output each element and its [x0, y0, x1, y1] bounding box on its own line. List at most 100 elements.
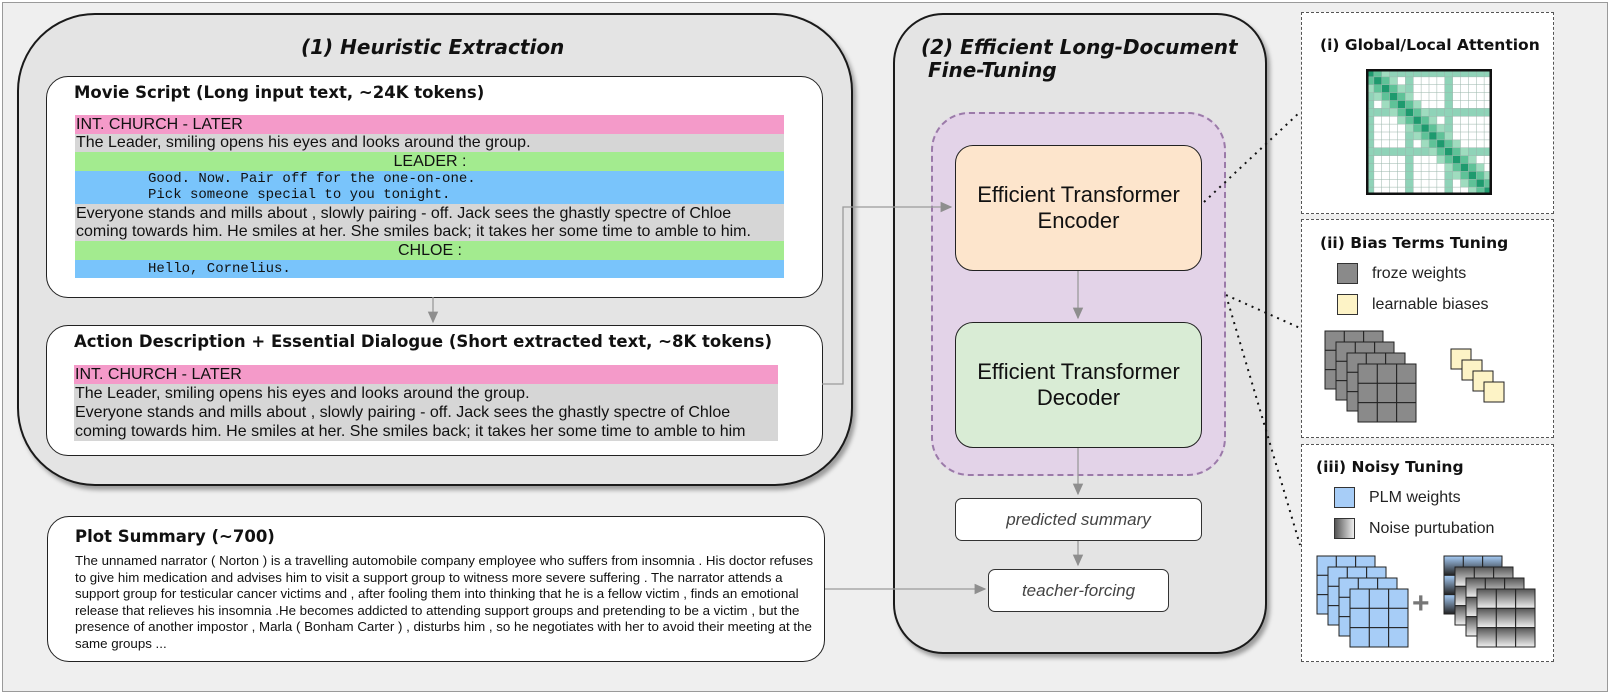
bias-swatch	[1337, 294, 1358, 315]
local-window-cell	[1373, 76, 1382, 85]
local-window-cell	[1421, 116, 1429, 125]
text-line-gray: Everyone stands and mills about , slowly…	[74, 403, 778, 422]
plm-weight-cell	[1388, 607, 1409, 629]
local-window-cell	[1405, 100, 1414, 109]
bias-tuning-title: (ii) Bias Terms Tuning	[1320, 234, 1509, 252]
matrix-border	[1365, 68, 1493, 196]
frozen-weight-svg	[1324, 330, 1417, 423]
plm-weights-stack	[1316, 555, 1411, 650]
extracted-text-box: Action Description + Essential Dialogue …	[46, 325, 823, 456]
local-window-cell	[1389, 76, 1398, 85]
text-line-blue: Hello, Cornelius.	[75, 260, 784, 278]
local-window-cell	[1405, 124, 1414, 132]
frozen-weight-cell	[1396, 363, 1417, 384]
local-window-cell	[1429, 116, 1437, 125]
encoder-box: Efficient Transformer Encoder	[955, 145, 1202, 271]
local-window-cell	[1381, 76, 1390, 85]
fine-tuning-title-line1: (2) Efficient Long-Document	[921, 35, 1238, 59]
noisy-tuning-title: (iii) Noisy Tuning	[1316, 458, 1464, 476]
plm-swatch	[1334, 487, 1355, 508]
text-line-blue: Good. Now. Pair off for the one-on-one.	[75, 171, 784, 187]
local-window-cell	[1436, 147, 1445, 156]
noise-swatch	[1334, 518, 1355, 539]
local-window-cell	[1397, 108, 1406, 117]
frozen-weight-cell	[1376, 363, 1398, 384]
local-window-cell	[1421, 124, 1429, 132]
text-line-green: LEADER :	[75, 152, 784, 171]
frozen-weight-cell	[1396, 382, 1417, 404]
noise-svg	[1443, 555, 1536, 648]
text-line-blue: Pick someone special to you tonight.	[75, 187, 784, 204]
heuristic-extraction-title: (1) Heuristic Extraction	[301, 35, 565, 59]
fine-tuning-panel: (2) Efficient Long-Document Fine-Tuning …	[893, 13, 1267, 654]
local-window-cell	[1405, 108, 1414, 117]
local-window-cell	[1452, 139, 1461, 148]
fine-tuning-title-line2: Fine-Tuning	[928, 58, 1057, 82]
local-window-cell	[1460, 171, 1469, 180]
local-window-cell	[1452, 147, 1461, 156]
local-window-cell	[1468, 171, 1477, 180]
local-window-cell	[1413, 100, 1422, 109]
bias-term-svg	[1450, 348, 1505, 403]
local-window-cell	[1444, 139, 1453, 148]
attention-panel: (i) Global/Local Attention	[1301, 12, 1554, 214]
local-window-cell	[1436, 124, 1445, 132]
local-window-cell	[1460, 147, 1469, 156]
frozen-weights-stack	[1324, 330, 1424, 430]
local-window-cell	[1429, 139, 1437, 148]
plm-weight-svg	[1316, 555, 1409, 648]
local-window-cell	[1444, 132, 1453, 140]
plot-summary-title: Plot Summary (~700)	[75, 527, 275, 546]
local-window-cell	[1413, 108, 1422, 117]
frozen-weight-cell	[1376, 382, 1398, 404]
text-line-pink: INT. CHURCH - LATER	[75, 115, 784, 134]
local-window-cell	[1389, 108, 1398, 117]
local-window-cell	[1468, 163, 1477, 172]
local-window-cell	[1468, 187, 1477, 195]
learnable-biases-stack	[1450, 348, 1520, 418]
plm-weight-cell	[1368, 588, 1390, 609]
local-window-cell	[1444, 147, 1453, 156]
attention-matrix	[1365, 68, 1493, 196]
local-window-cell	[1366, 84, 1374, 93]
local-window-cell	[1389, 84, 1398, 93]
noise-cell	[1495, 627, 1517, 648]
noise-cell	[1495, 588, 1517, 609]
legend-bias-label: learnable biases	[1372, 295, 1489, 313]
noise-stack	[1443, 555, 1538, 650]
movie-script-box: Movie Script (Long input text, ~24K toke…	[46, 76, 823, 298]
plus-sign: +	[1412, 587, 1430, 620]
local-window-cell	[1373, 69, 1382, 77]
bias-term-cell	[1483, 381, 1505, 403]
legend-learnable-biases: learnable biases	[1337, 294, 1489, 315]
local-window-cell	[1397, 116, 1406, 125]
text-line-gray: The Leader, smiling opens his eyes and l…	[74, 384, 778, 403]
local-window-cell	[1373, 84, 1382, 93]
local-window-cell	[1476, 171, 1485, 180]
local-window-cell	[1389, 100, 1398, 109]
movie-script-title: Movie Script (Long input text, ~24K toke…	[74, 83, 485, 102]
local-window-cell	[1381, 84, 1390, 93]
legend-plm-label: PLM weights	[1369, 488, 1461, 506]
text-line-gray: The Leader, smiling opens his eyes and l…	[75, 134, 784, 152]
attention-title: (i) Global/Local Attention	[1320, 36, 1540, 54]
text-line-gray: coming towards him. He smiles at her. Sh…	[75, 223, 784, 241]
noisy-tuning-panel: (iii) Noisy Tuning PLM weights Noise pur…	[1301, 444, 1554, 662]
local-window-cell	[1444, 163, 1453, 172]
local-window-cell	[1460, 179, 1469, 188]
local-window-cell	[1476, 179, 1485, 188]
bias-tuning-panel: (ii) Bias Terms Tuning froze weights lea…	[1301, 219, 1554, 438]
legend-froze-weights: froze weights	[1337, 263, 1466, 284]
noise-cell	[1476, 627, 1497, 648]
local-window-cell	[1413, 116, 1422, 125]
plm-weight-cell	[1368, 607, 1390, 629]
text-line-gray: Everyone stands and mills about , slowly…	[75, 204, 784, 223]
local-window-cell	[1460, 155, 1469, 164]
plm-weight-cell	[1349, 588, 1370, 609]
local-window-cell	[1405, 116, 1414, 125]
heuristic-extraction-panel: (1) Heuristic Extraction Movie Script (L…	[17, 13, 853, 486]
local-window-cell	[1413, 124, 1422, 132]
teacher-forcing-box: teacher-forcing	[988, 569, 1169, 612]
